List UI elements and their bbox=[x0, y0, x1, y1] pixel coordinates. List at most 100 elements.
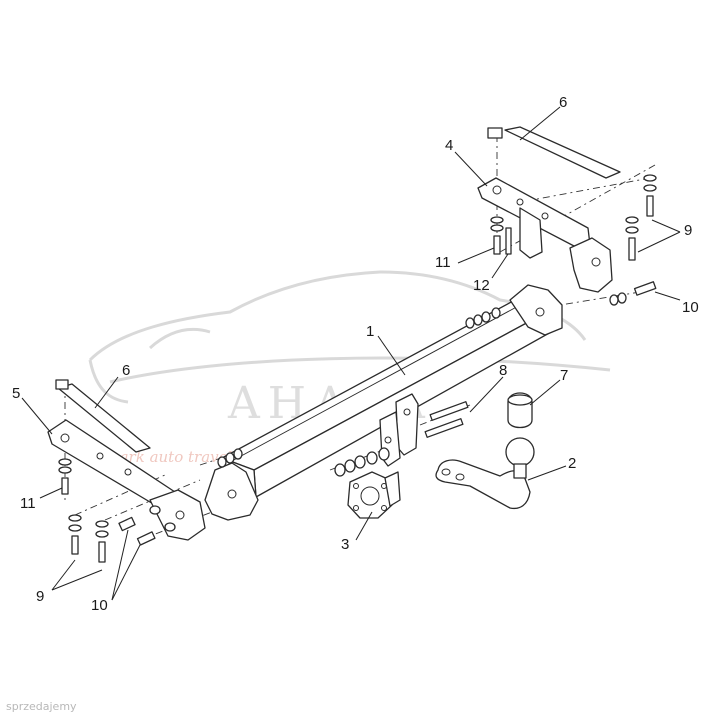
bolt-hole bbox=[227, 489, 237, 499]
leader-line bbox=[519, 106, 561, 141]
bolt-hole bbox=[381, 505, 387, 511]
bolt bbox=[424, 418, 464, 438]
left-strap bbox=[55, 379, 151, 453]
washer bbox=[625, 216, 639, 224]
callout-6: 6 bbox=[122, 362, 130, 379]
washer bbox=[490, 224, 504, 232]
socket-bracket bbox=[384, 471, 401, 507]
socket-plate bbox=[347, 471, 401, 519]
fasteners bbox=[58, 174, 657, 563]
callout-9: 9 bbox=[684, 222, 692, 239]
bolt bbox=[628, 237, 636, 261]
nut bbox=[366, 451, 378, 465]
callout-3: 3 bbox=[341, 536, 349, 553]
washer bbox=[149, 505, 161, 515]
source-credit: sprzedajemy bbox=[6, 700, 77, 713]
strap-nut bbox=[487, 127, 503, 139]
leader-line bbox=[94, 376, 119, 409]
callout-11: 11 bbox=[435, 254, 451, 271]
bolt bbox=[136, 531, 156, 546]
bolt-hole bbox=[492, 185, 502, 195]
callout-10: 10 bbox=[91, 597, 108, 614]
bolt-hole bbox=[124, 468, 132, 476]
washer bbox=[58, 466, 72, 474]
bolt bbox=[646, 195, 654, 217]
washer bbox=[490, 216, 504, 224]
washer bbox=[643, 184, 657, 192]
washer bbox=[95, 530, 109, 538]
nut bbox=[334, 463, 346, 477]
washer bbox=[225, 452, 235, 464]
bolt-hole bbox=[591, 257, 601, 267]
leader-line bbox=[39, 487, 63, 499]
bolt bbox=[118, 516, 136, 532]
bolt-hole bbox=[403, 408, 411, 416]
left-side-bracket bbox=[47, 419, 206, 541]
right-side-bracket bbox=[477, 177, 613, 293]
leader-lines bbox=[21, 106, 681, 601]
leader-line bbox=[51, 559, 76, 591]
callout-4: 4 bbox=[445, 137, 453, 154]
washer bbox=[95, 520, 109, 528]
callout-12: 12 bbox=[473, 277, 490, 294]
ball-cap bbox=[507, 392, 533, 429]
bolt-hole bbox=[535, 307, 545, 317]
washer bbox=[473, 314, 483, 326]
washer bbox=[643, 174, 657, 182]
leader-line bbox=[111, 544, 141, 601]
washer bbox=[68, 524, 82, 532]
leader-line bbox=[111, 529, 129, 601]
bolt bbox=[505, 227, 512, 255]
callout-10: 10 bbox=[682, 299, 699, 316]
washer bbox=[217, 456, 227, 468]
bolt-hole bbox=[516, 198, 524, 206]
axis-line bbox=[559, 291, 641, 306]
washer bbox=[625, 226, 639, 234]
callout-11: 11 bbox=[20, 495, 36, 512]
washer bbox=[68, 514, 82, 522]
watermark-swoosh bbox=[109, 356, 611, 384]
bolt bbox=[61, 477, 69, 495]
leader-line bbox=[21, 397, 53, 435]
strap-nut bbox=[55, 379, 69, 390]
watermark-tagline: park auto travel bbox=[110, 448, 232, 466]
callout-6: 6 bbox=[559, 94, 567, 111]
ball-cap-top bbox=[507, 394, 533, 406]
main-crossbar bbox=[204, 284, 563, 521]
callout-numbers: 1 2 3 4 5 6 6 7 8 9 9 10 10 11 11 12 bbox=[12, 94, 699, 614]
right-strap bbox=[487, 126, 621, 179]
right-bracket-hook bbox=[519, 207, 543, 259]
callout-9: 9 bbox=[36, 588, 44, 605]
leader-line bbox=[51, 569, 103, 591]
leader-line bbox=[491, 253, 509, 279]
tow-ball-neck bbox=[435, 437, 535, 510]
washer bbox=[58, 458, 72, 466]
nut bbox=[344, 459, 356, 473]
bolt bbox=[429, 401, 469, 421]
bolt bbox=[493, 235, 501, 255]
right-strap-plate bbox=[504, 126, 621, 179]
bolt-hole bbox=[384, 436, 392, 444]
right-bracket-ear bbox=[569, 237, 613, 293]
bolt-hole bbox=[353, 483, 359, 489]
washer bbox=[465, 317, 475, 329]
nut bbox=[354, 455, 366, 469]
leader-line bbox=[651, 219, 681, 233]
callout-5: 5 bbox=[12, 385, 20, 402]
ball-neck-arm bbox=[435, 459, 531, 510]
bolt bbox=[633, 281, 657, 296]
callout-2: 2 bbox=[568, 455, 576, 472]
washer bbox=[617, 292, 627, 304]
callout-1: 1 bbox=[366, 323, 374, 340]
crossbar-edge bbox=[229, 296, 536, 463]
bolt-hole bbox=[60, 433, 70, 443]
socket-center-hole bbox=[360, 486, 380, 506]
neck-bolt-hole bbox=[455, 473, 465, 481]
bolt-hole bbox=[175, 510, 185, 520]
callout-8: 8 bbox=[499, 362, 507, 379]
leader-line bbox=[654, 291, 681, 301]
washer bbox=[233, 448, 243, 460]
leader-line bbox=[454, 151, 488, 187]
leader-line bbox=[637, 231, 681, 253]
